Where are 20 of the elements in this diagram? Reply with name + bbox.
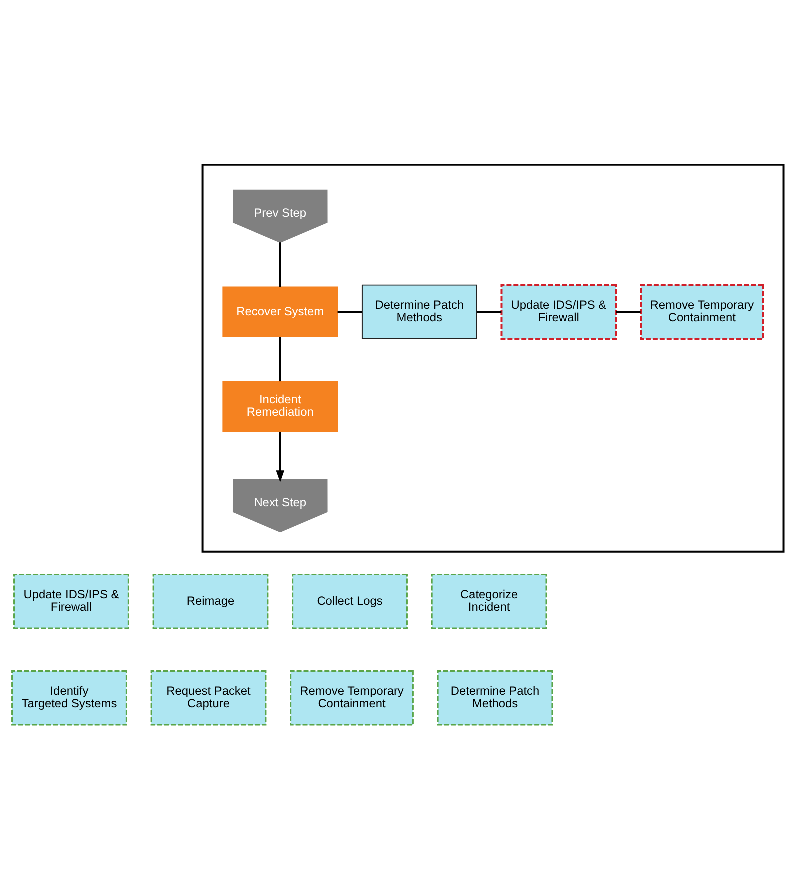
node-box: Request Packet Capture xyxy=(150,670,267,726)
connector xyxy=(477,310,502,313)
connector xyxy=(616,310,641,313)
node-box: Remove Temporary Containment xyxy=(290,670,414,726)
arrow xyxy=(276,432,285,482)
node-box: Update IDS/IPS & Firewall xyxy=(14,574,130,629)
node-box: Collect Logs xyxy=(292,574,408,629)
connector xyxy=(279,336,282,382)
connector xyxy=(279,242,282,287)
node-box: Identify Targeted Systems xyxy=(12,670,128,726)
node-box: Categorize Incident xyxy=(431,574,548,629)
node-box: Reimage xyxy=(152,574,269,629)
node-box: Remove Temporary Containment xyxy=(640,284,764,340)
node-box: Recover System xyxy=(222,286,338,338)
node-box: Incident Remediation xyxy=(222,380,338,432)
node-box: Update IDS/IPS & Firewall xyxy=(500,284,618,340)
node-box: Determine Patch Methods xyxy=(362,284,478,340)
node-box: Determine Patch Methods xyxy=(437,670,554,726)
cluster xyxy=(202,163,785,552)
connector xyxy=(338,310,362,313)
